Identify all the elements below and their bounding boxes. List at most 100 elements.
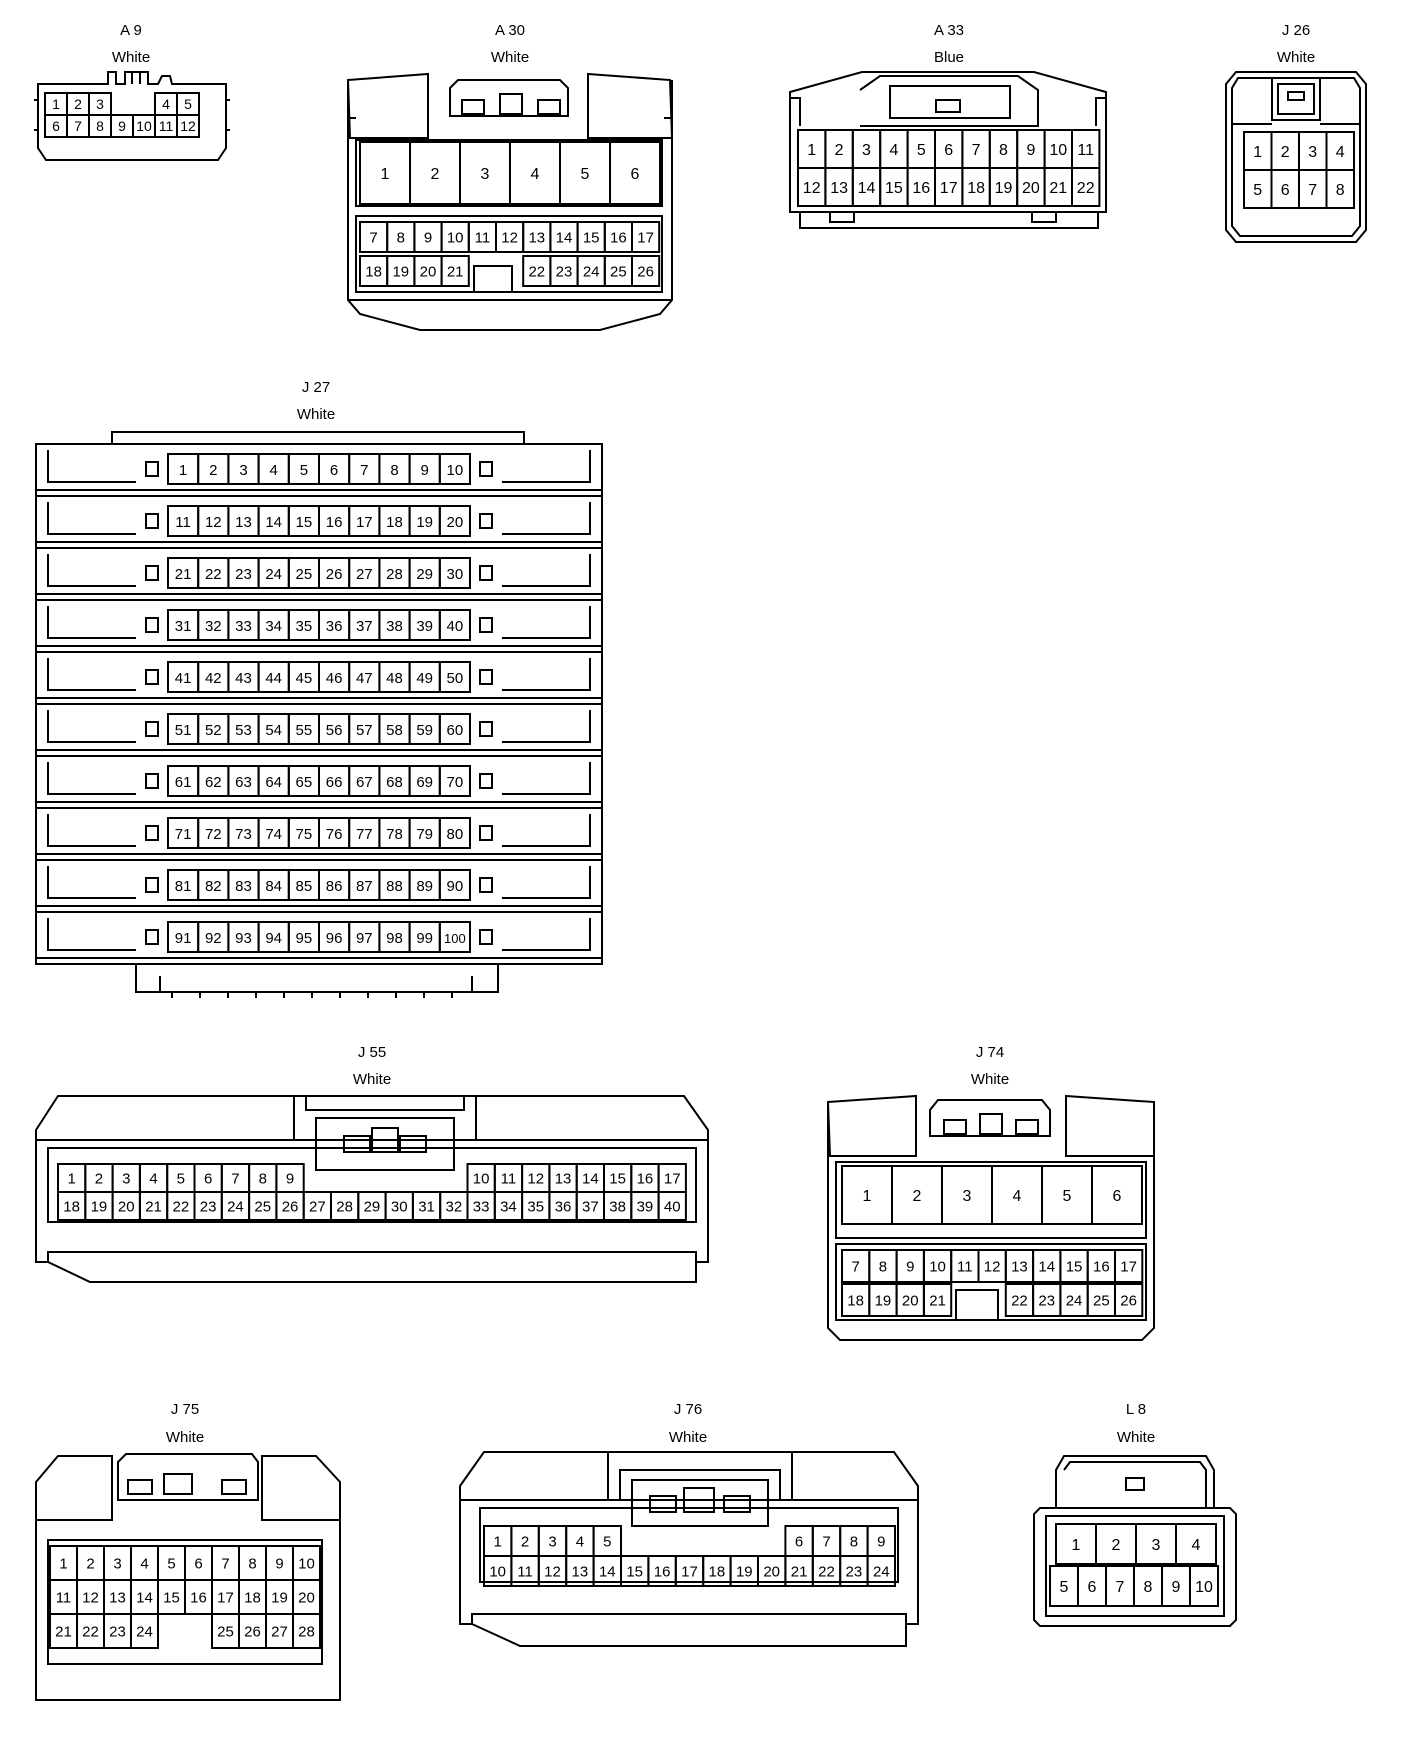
pin-number: 8 xyxy=(1336,182,1345,199)
pin-number: 1 xyxy=(179,462,187,479)
latch-slot xyxy=(145,773,159,789)
pin-number: 96 xyxy=(326,930,343,947)
pin-number: 89 xyxy=(416,878,433,895)
pin-number: 14 xyxy=(1038,1258,1055,1275)
pin-number: 4 xyxy=(531,166,540,183)
pin-number: 61 xyxy=(175,774,192,791)
pin-number: 36 xyxy=(555,1198,572,1215)
pin-number: 31 xyxy=(418,1198,435,1215)
connector-code: J 27 xyxy=(302,379,330,396)
pin-number: 19 xyxy=(995,180,1013,197)
connector-code: L 8 xyxy=(1126,1401,1146,1418)
pin-number: 1 xyxy=(381,166,390,183)
pin-number: 1 xyxy=(863,1188,872,1205)
pin-number: 58 xyxy=(386,722,403,739)
pin-number: 21 xyxy=(929,1292,946,1309)
pin-number: 51 xyxy=(175,722,192,739)
pin-number: 20 xyxy=(298,1589,315,1606)
pin-number: 1 xyxy=(807,142,816,159)
pin-number: 46 xyxy=(326,670,343,687)
pin-number: 12 xyxy=(527,1170,544,1187)
pin-number: 36 xyxy=(326,618,343,635)
pin-number: 6 xyxy=(631,166,640,183)
latch-slot xyxy=(145,669,159,685)
connector-body xyxy=(789,71,1107,229)
pin-number: 9 xyxy=(118,118,126,134)
pin-number: 18 xyxy=(967,180,985,197)
pin-number: 88 xyxy=(386,878,403,895)
pin-number: 100 xyxy=(444,931,466,946)
connector-color: White xyxy=(1277,49,1315,66)
pin-number: 2 xyxy=(95,1170,103,1187)
pin-cavity xyxy=(440,255,470,287)
pin-number: 11 xyxy=(1077,142,1094,159)
pin-number: 2 xyxy=(86,1555,94,1572)
connector-color: White xyxy=(1117,1429,1155,1446)
pin-number: 13 xyxy=(528,229,545,246)
pin-number: 54 xyxy=(265,722,282,739)
pin-number: 14 xyxy=(556,229,573,246)
pin-number: 17 xyxy=(940,180,958,197)
pin-number: 6 xyxy=(204,1170,212,1187)
pin-cavity xyxy=(1325,169,1355,209)
pin-number: 27 xyxy=(271,1623,288,1640)
pin-number: 8 xyxy=(259,1170,267,1187)
pin-number: 60 xyxy=(447,722,464,739)
pin-number: 7 xyxy=(231,1170,239,1187)
pin-number: 16 xyxy=(610,229,627,246)
pin-number: 83 xyxy=(235,878,252,895)
pin-number: 14 xyxy=(265,514,282,531)
pin-number: 2 xyxy=(1281,144,1290,161)
pin-number: 44 xyxy=(265,670,282,687)
connector-color: White xyxy=(353,1071,391,1088)
pin-number: 85 xyxy=(296,878,313,895)
pin-number: 23 xyxy=(846,1563,863,1580)
pin-number: 23 xyxy=(556,263,573,280)
pin-number: 53 xyxy=(235,722,252,739)
connector-color: White xyxy=(669,1429,707,1446)
pin-number: 84 xyxy=(265,878,282,895)
pin-number: 77 xyxy=(356,826,373,843)
pin-number: 20 xyxy=(902,1292,919,1309)
pin-number: 10 xyxy=(1195,1579,1213,1596)
pin-number: 20 xyxy=(763,1563,780,1580)
pin-number: 12 xyxy=(501,229,518,246)
pin-cavity xyxy=(1114,1249,1144,1283)
connector-body xyxy=(34,71,230,161)
pin-number: 10 xyxy=(489,1563,506,1580)
pin-number: 49 xyxy=(416,670,433,687)
pin-number: 1 xyxy=(494,1533,502,1550)
pin-cavity xyxy=(176,114,200,138)
pin-number: 15 xyxy=(609,1170,626,1187)
pin-number: 38 xyxy=(609,1198,626,1215)
pin-cavity xyxy=(438,609,471,641)
pin-number: 16 xyxy=(637,1170,654,1187)
pin-number: 18 xyxy=(244,1589,261,1606)
pin-number: 13 xyxy=(555,1170,572,1187)
pin-number: 3 xyxy=(862,142,871,159)
pin-number: 6 xyxy=(795,1533,803,1550)
pin-number: 28 xyxy=(386,566,403,583)
pin-number: 8 xyxy=(850,1533,858,1550)
pin-number: 2 xyxy=(913,1188,922,1205)
pin-number: 18 xyxy=(365,263,382,280)
pin-number: 24 xyxy=(583,263,600,280)
latch-slot xyxy=(479,929,493,945)
pin-number: 5 xyxy=(603,1533,611,1550)
pin-number: 4 xyxy=(1192,1537,1201,1554)
pin-number: 16 xyxy=(1093,1258,1110,1275)
pin-number: 11 xyxy=(175,514,191,531)
latch-slot xyxy=(479,617,493,633)
pin-number: 5 xyxy=(1063,1188,1072,1205)
pin-number: 31 xyxy=(175,618,192,635)
pin-number: 1 xyxy=(1072,1537,1081,1554)
pin-number: 22 xyxy=(1011,1292,1028,1309)
